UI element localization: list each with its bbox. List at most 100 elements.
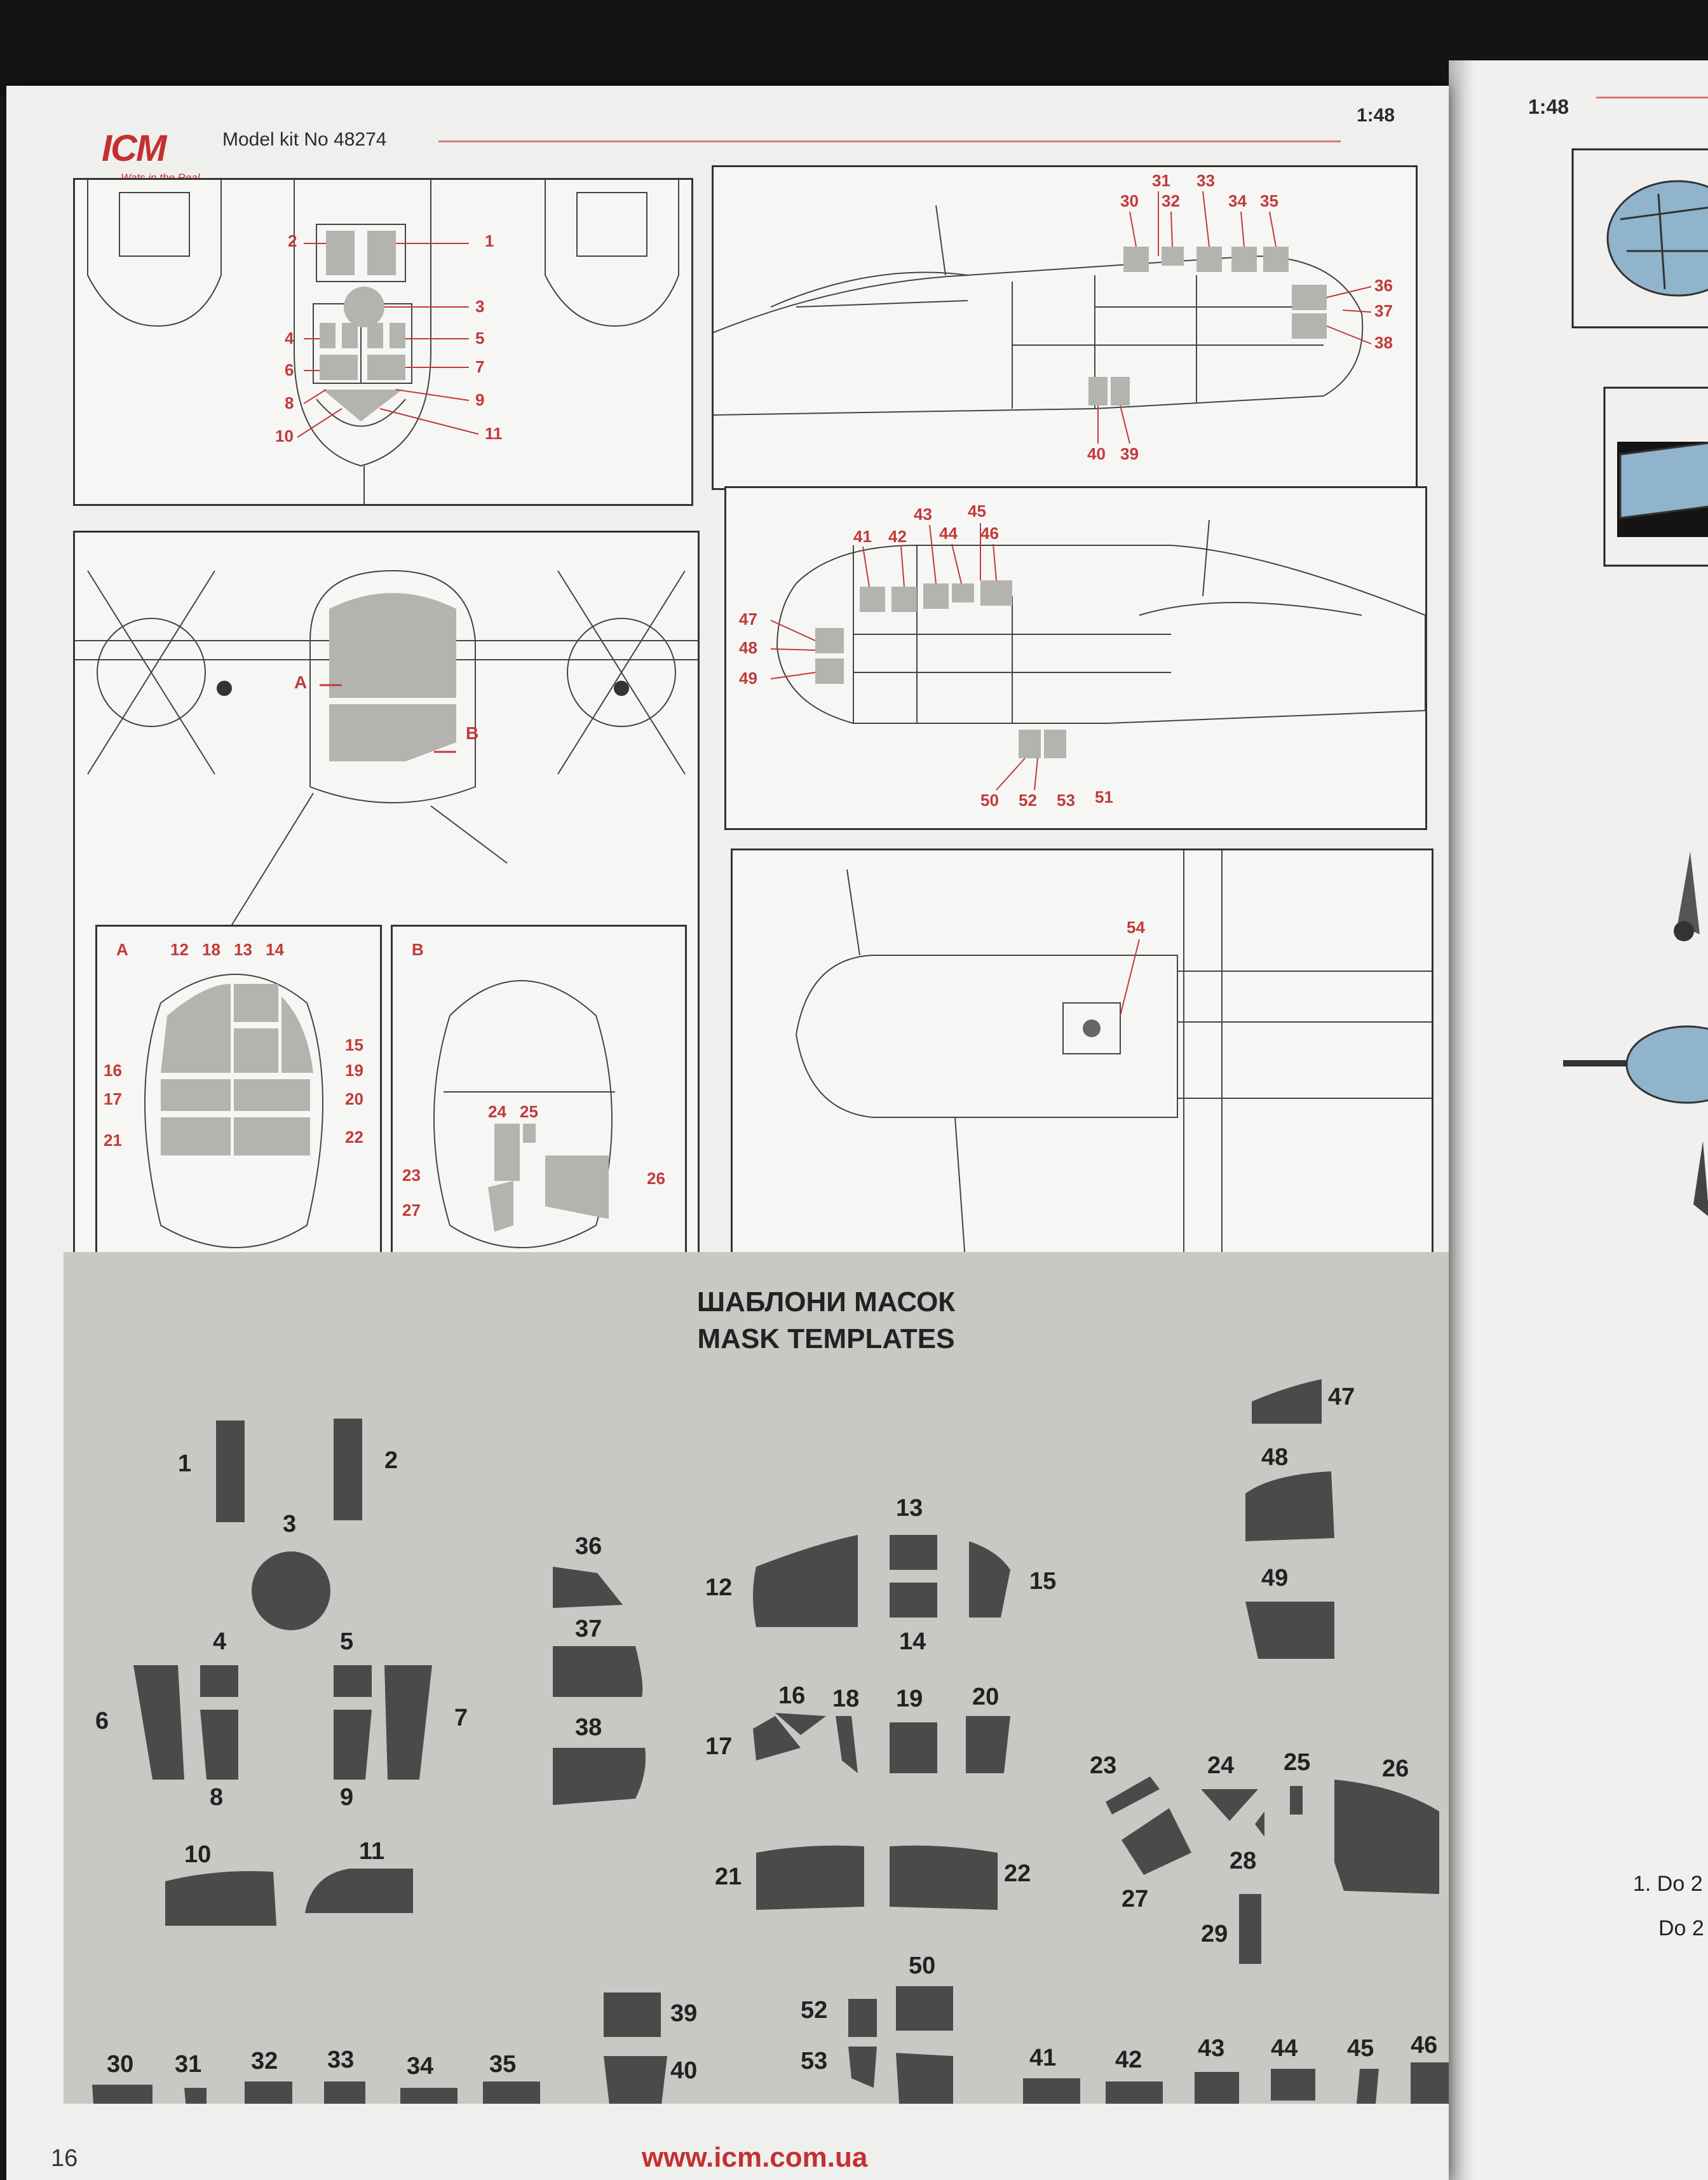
interior-view-panel: 54 xyxy=(731,848,1434,1329)
mask-47 xyxy=(1252,1379,1322,1424)
mask-num-3: 3 xyxy=(283,1511,296,1537)
top-label-5: 5 xyxy=(475,329,484,348)
rs-label-37: 37 xyxy=(1374,301,1393,320)
rs-label-32: 32 xyxy=(1162,191,1180,210)
mask-num-52: 52 xyxy=(801,1997,827,2024)
mask-46 xyxy=(1411,2062,1449,2104)
mask-title-en: MASK TEMPLATES xyxy=(697,1323,955,1354)
ls-label-44: 44 xyxy=(939,524,958,543)
mask-num-15: 15 xyxy=(1029,1568,1056,1595)
mask-num-17: 17 xyxy=(705,1733,732,1760)
mask-num-33: 33 xyxy=(327,2047,354,2073)
right-side-view-panel: 31 33 30 32 34 35 36 37 38 40 39 xyxy=(712,165,1418,490)
mask-title: ШАБЛОНИ МАСОК MASK TEMPLATES xyxy=(623,1284,1029,1358)
mask-num-43: 43 xyxy=(1198,2035,1224,2062)
mask-19 xyxy=(890,1722,937,1773)
mask-num-8: 8 xyxy=(210,1784,223,1811)
next-page: 1:48 1. Do 2 Do 2 xyxy=(1449,60,1708,2180)
mask-42 xyxy=(1106,2081,1163,2104)
mask-num-13: 13 xyxy=(896,1495,923,1522)
b-label-27: 27 xyxy=(402,1201,421,1220)
detail-b-drawing: B 24 25 23 26 27 29 28 xyxy=(402,940,665,1296)
mask-32 xyxy=(245,2081,292,2104)
a-label-13: 13 xyxy=(234,940,252,959)
callout-b: B xyxy=(466,723,478,743)
mask-6 xyxy=(133,1665,184,1780)
mask-templates-section: ШАБЛОНИ МАСОК MASK TEMPLATES xyxy=(64,1252,1449,2104)
mask-34 xyxy=(400,2088,458,2104)
top-label-8: 8 xyxy=(285,393,294,412)
mask-50 xyxy=(896,1986,953,2031)
top-label-2: 2 xyxy=(288,231,297,250)
mask-num-37: 37 xyxy=(575,1616,602,1642)
mask-13 xyxy=(890,1535,937,1570)
mask-26 xyxy=(1334,1780,1439,1894)
mask-38 xyxy=(553,1748,646,1805)
footer-url: www.icm.com.ua xyxy=(642,2142,868,2173)
top-label-9: 9 xyxy=(475,390,484,409)
interior-view-drawing: 54 xyxy=(796,850,1432,1327)
mask-num-41: 41 xyxy=(1029,2045,1056,2071)
mask-num-27: 27 xyxy=(1122,1886,1148,1912)
top-label-1: 1 xyxy=(485,231,494,250)
mask-52 xyxy=(848,1999,877,2037)
rs-label-38: 38 xyxy=(1374,333,1393,352)
b-label-25: 25 xyxy=(520,1102,538,1121)
mask-num-26: 26 xyxy=(1382,1755,1409,1782)
ls-label-42: 42 xyxy=(888,527,907,546)
next-page-scale: 1:48 xyxy=(1528,95,1569,118)
mask-num-47: 47 xyxy=(1328,1384,1355,1410)
mask-num-44: 44 xyxy=(1271,2035,1298,2062)
mask-num-5: 5 xyxy=(340,1628,353,1655)
mask-num-4: 4 xyxy=(213,1628,226,1655)
top-view-drawing: 2 1 3 4 5 6 7 8 9 10 11 xyxy=(87,180,679,504)
ls-label-41: 41 xyxy=(853,527,872,546)
mask-18 xyxy=(836,1716,858,1773)
mask-num-10: 10 xyxy=(184,1841,211,1868)
mask-num-31: 31 xyxy=(175,2051,201,2078)
mask-num-22: 22 xyxy=(1004,1860,1031,1887)
rs-label-35: 35 xyxy=(1260,191,1278,210)
mask-num-45: 45 xyxy=(1347,2035,1374,2062)
mask-15 xyxy=(969,1541,1010,1618)
next-page-header-line xyxy=(1596,97,1708,99)
mask-41 xyxy=(1023,2078,1080,2104)
mask-28 xyxy=(1255,1811,1264,1837)
ls-label-45: 45 xyxy=(968,501,986,521)
mask-11 xyxy=(305,1869,413,1913)
front-view-drawing: A B xyxy=(75,569,698,1035)
mask-48 xyxy=(1245,1471,1334,1541)
mask-40 xyxy=(604,2056,667,2104)
left-side-view-panel: 43 45 41 42 44 46 47 48 49 50 52 53 51 xyxy=(724,486,1427,830)
mask-4 xyxy=(200,1665,238,1697)
page-number: 16 xyxy=(51,2145,78,2172)
mask-num-24: 24 xyxy=(1207,1752,1234,1779)
mask-num-18: 18 xyxy=(832,1686,859,1712)
mask-num-40: 40 xyxy=(670,2057,697,2084)
mask-23 xyxy=(1106,1776,1160,1815)
rs-label-30: 30 xyxy=(1120,191,1139,210)
mask-39 xyxy=(604,1993,661,2037)
rs-label-40: 40 xyxy=(1087,444,1106,463)
ls-label-49: 49 xyxy=(739,669,757,688)
mask-49 xyxy=(1245,1602,1334,1659)
mask-5 xyxy=(334,1665,372,1697)
rs-label-34: 34 xyxy=(1228,191,1247,210)
mask-num-19: 19 xyxy=(896,1686,923,1712)
mask-9 xyxy=(334,1710,372,1780)
mask-num-39: 39 xyxy=(670,2000,697,2027)
top-view-panel: 2 1 3 4 5 6 7 8 9 10 11 xyxy=(73,178,693,506)
a-label-15: 15 xyxy=(345,1035,363,1054)
mask-num-14: 14 xyxy=(899,1628,926,1655)
mask-num-36: 36 xyxy=(575,1533,602,1560)
rs-label-39: 39 xyxy=(1120,444,1139,463)
mask-num-42: 42 xyxy=(1115,2047,1142,2073)
rs-label-33: 33 xyxy=(1196,171,1215,190)
mask-num-11: 11 xyxy=(359,1838,384,1865)
instruction-page: ICM Wats in the Real Model kit No 48274 … xyxy=(6,86,1449,2180)
dark-background xyxy=(0,0,1708,95)
a-label-22: 22 xyxy=(345,1127,363,1147)
mask-12 xyxy=(753,1535,858,1627)
detail-b-title: B xyxy=(412,940,424,959)
mask-shapes: 1 2 3 4 5 6 7 8 9 10 11 12 13 14 15 16 1… xyxy=(92,1379,1449,2104)
